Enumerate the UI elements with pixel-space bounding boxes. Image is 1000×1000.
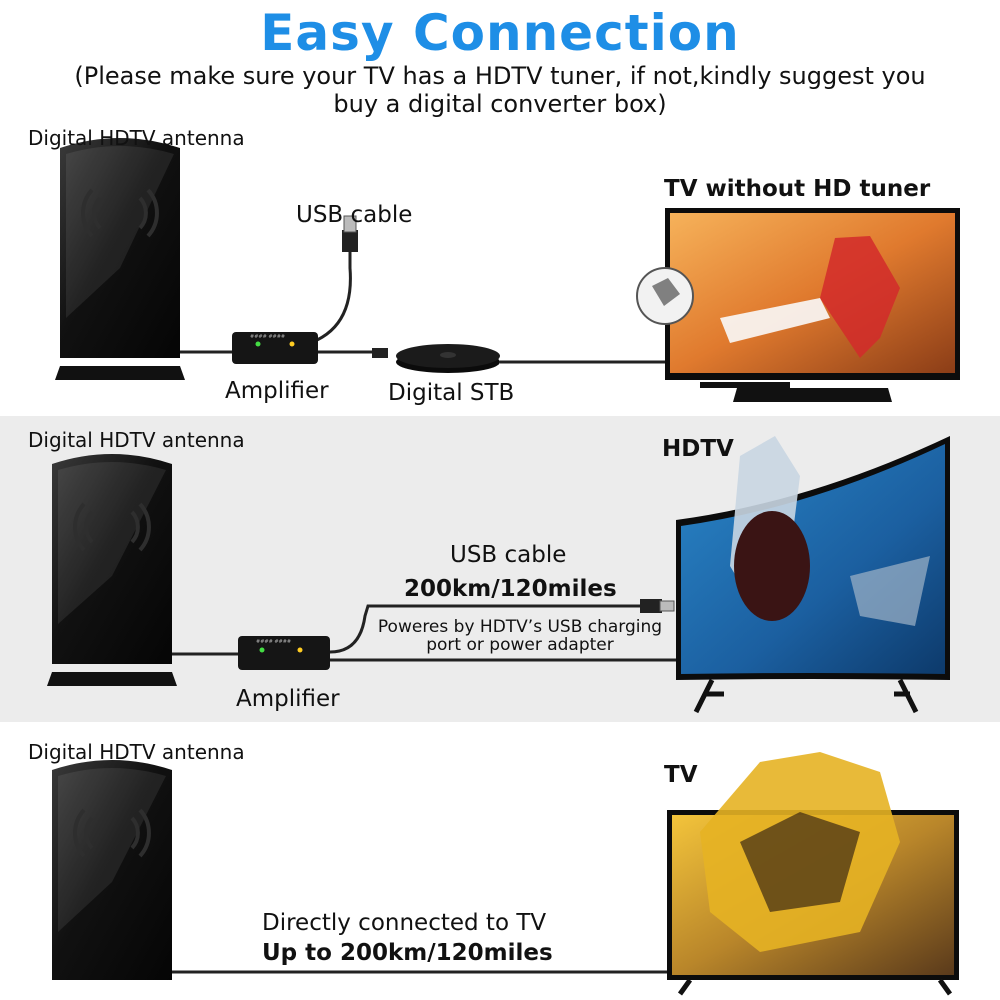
panel1-antenna-label: Digital HDTV antenna <box>28 126 245 150</box>
panel2-range-label: 200km/120miles <box>404 576 617 602</box>
svg-text:#### ####: #### #### <box>250 334 285 340</box>
tv-without-hd-tuner-device <box>636 208 960 402</box>
amplifier-device: #### #### <box>232 332 318 364</box>
panel3-tv-label: TV <box>664 762 698 788</box>
subtitle-line-2: buy a digital converter box) <box>333 90 667 118</box>
panel3-antenna-label: Digital HDTV antenna <box>28 740 245 764</box>
panel2-usb-cable-label: USB cable <box>450 542 567 568</box>
panel2-power-note: Poweres by HDTV’s USB charging port or p… <box>372 618 668 654</box>
panel-direct-tv: Digital HDTV antenna TV Directly connect… <box>0 722 1000 1000</box>
svg-text:#### ####: #### #### <box>256 639 291 645</box>
panel1-tv-label: TV without HD tuner <box>664 176 931 202</box>
panel2-diagram: #### #### <box>47 436 950 714</box>
page-title: Easy Connection <box>260 4 740 62</box>
panel2-power-line-2: port or power adapter <box>426 635 614 655</box>
panel2-antenna-label: Digital HDTV antenna <box>28 428 245 452</box>
panel3-diagram <box>52 752 959 996</box>
panel3-range-label: Up to 200km/120miles <box>262 940 553 966</box>
panel2-amplifier-label: Amplifier <box>236 686 340 712</box>
panel1-amplifier-label: Amplifier <box>225 378 329 404</box>
panel1-usb-cable-label: USB cable <box>296 202 413 228</box>
subtitle-line-1: (Please make sure your TV has a HDTV tun… <box>74 62 926 90</box>
page-subtitle: (Please make sure your TV has a HDTV tun… <box>60 62 940 118</box>
usb-plug-icon <box>640 599 675 613</box>
tv-device <box>667 752 959 996</box>
antenna-device <box>52 760 172 980</box>
panel-tv-without-hd-tuner: #### #### Digital HDTV antenna USB cable… <box>0 118 1000 416</box>
panel-hdtv: #### #### Digital HDTV antenna HDTV USB … <box>0 416 1000 722</box>
panel3-direct-label: Directly connected to TV <box>262 910 547 936</box>
antenna-device <box>55 138 185 380</box>
amplifier-device: #### #### <box>238 636 330 670</box>
panel1-diagram: #### #### <box>55 138 960 402</box>
digital-stb-device <box>372 344 500 373</box>
antenna-device <box>47 454 177 686</box>
panel2-tv-label: HDTV <box>662 436 734 462</box>
usb-plug-icon <box>342 215 358 252</box>
panel2-power-line-1: Poweres by HDTV’s USB charging <box>377 617 663 637</box>
hdtv-device <box>676 436 950 714</box>
panel2-cables <box>172 604 676 662</box>
panel1-stb-label: Digital STB <box>388 380 515 406</box>
